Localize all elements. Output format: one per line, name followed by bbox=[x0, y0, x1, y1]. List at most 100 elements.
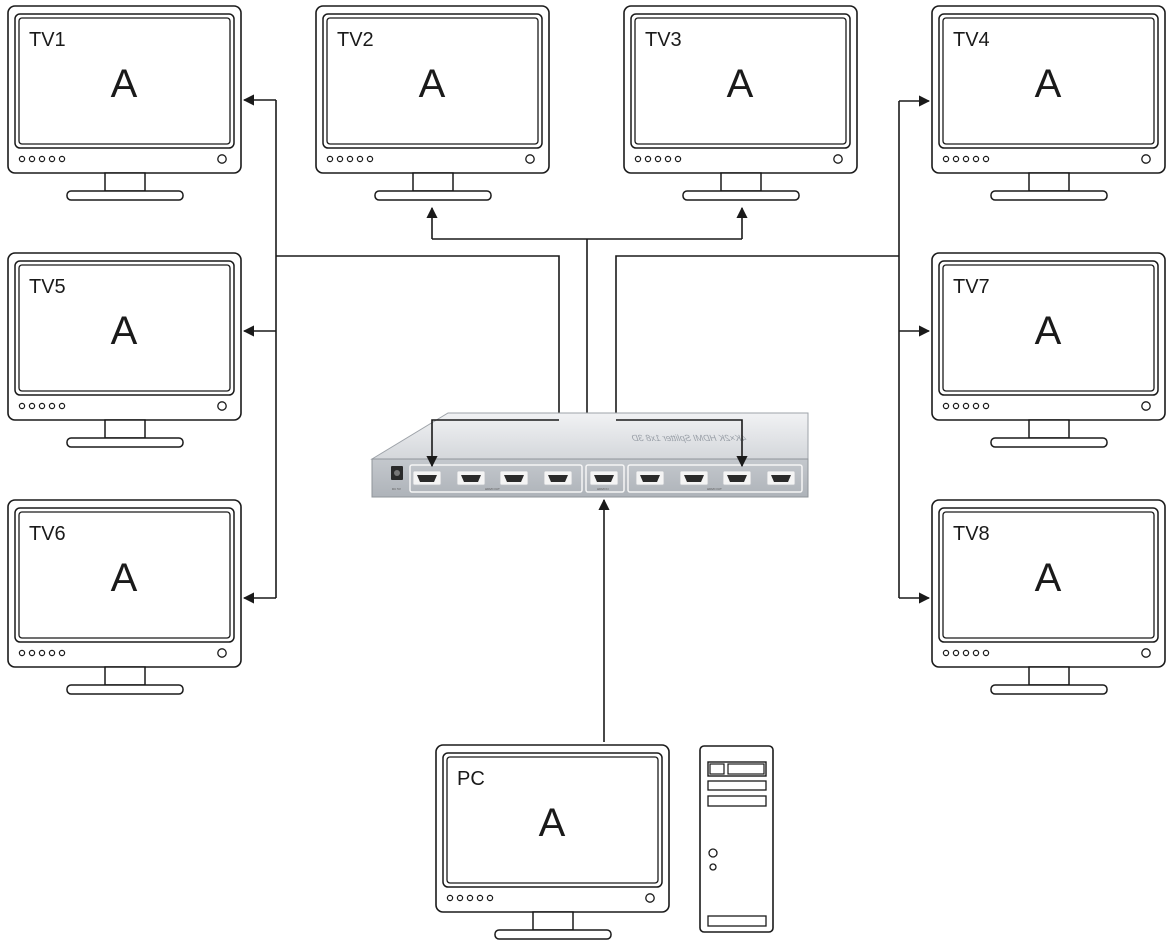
power-button-icon bbox=[217, 401, 227, 411]
power-button-icon bbox=[1141, 154, 1151, 164]
power-button-icon bbox=[1141, 648, 1151, 658]
hdmi-output-port bbox=[499, 470, 529, 486]
monitor-screen-inner bbox=[18, 17, 231, 145]
monitor-button-icon bbox=[18, 649, 26, 657]
monitor-button-icon bbox=[972, 155, 980, 163]
monitor-screen-inner bbox=[942, 17, 1155, 145]
hdmi-output-port bbox=[766, 470, 796, 486]
monitor-button-icon bbox=[326, 155, 334, 163]
power-button-icon bbox=[833, 154, 843, 164]
monitor-stand-base bbox=[990, 437, 1108, 448]
monitor-stand-base bbox=[66, 437, 184, 448]
wire-left-trunk bbox=[276, 255, 560, 416]
monitor-button-icon bbox=[674, 155, 682, 163]
monitor-neck bbox=[104, 172, 146, 192]
hdmi-ports bbox=[412, 470, 796, 486]
power-button-icon bbox=[217, 648, 227, 658]
monitor-button-icon bbox=[486, 894, 494, 902]
monitor-stand-base bbox=[66, 684, 184, 695]
wire-device-right-drop bbox=[616, 419, 748, 468]
screen-content: A bbox=[111, 309, 138, 353]
monitor-button-icon bbox=[634, 155, 642, 163]
monitor-button-icon bbox=[18, 402, 26, 410]
monitor-neck bbox=[104, 666, 146, 686]
monitor-button-icon bbox=[952, 155, 960, 163]
monitor-button-icon bbox=[18, 155, 26, 163]
monitor-button-icon bbox=[58, 155, 66, 163]
tower-drive-bay-2 bbox=[707, 780, 767, 791]
monitor-label: TV1 bbox=[29, 29, 66, 51]
monitor-button-icon bbox=[942, 155, 950, 163]
monitor-button-icon bbox=[28, 155, 36, 163]
monitor-label: TV8 bbox=[953, 523, 990, 545]
monitor-neck bbox=[1028, 419, 1070, 439]
screen-content: A bbox=[419, 62, 446, 106]
monitor-button-icon bbox=[972, 402, 980, 410]
hdmi-output-port bbox=[679, 470, 709, 486]
output-group-left bbox=[409, 464, 583, 493]
monitor-button-icon bbox=[356, 155, 364, 163]
hdmi-output-port bbox=[635, 470, 665, 486]
hdmi-input-port bbox=[589, 470, 619, 486]
tower-drive-slot-large bbox=[727, 763, 765, 775]
monitor-button-icon bbox=[38, 649, 46, 657]
monitor-screen-inner bbox=[942, 511, 1155, 639]
power-button-icon bbox=[645, 893, 655, 903]
screen-content: A bbox=[727, 62, 754, 106]
monitor-screen-inner bbox=[634, 17, 847, 145]
monitor-neck bbox=[1028, 666, 1070, 686]
monitor-screen-inner bbox=[18, 511, 231, 639]
monitor-label: TV2 bbox=[337, 29, 374, 51]
output-label-left: HDMI OUT bbox=[485, 487, 500, 491]
monitor-button-icon bbox=[38, 155, 46, 163]
monitor-button-icon bbox=[366, 155, 374, 163]
splitter-title: 4K×2K HDMI Splitter 1x8 3D bbox=[630, 433, 748, 443]
monitor-neck bbox=[720, 172, 762, 192]
wire-device-left-drop bbox=[426, 419, 559, 468]
hdmi-splitter-device: 4K×2K HDMI Splitter 1x8 3D DC 5V HDMI OU… bbox=[370, 412, 809, 498]
hdmi-output-port bbox=[722, 470, 752, 486]
tower-power-button bbox=[708, 848, 718, 858]
tower-vent bbox=[707, 915, 767, 927]
monitor-button-icon bbox=[962, 155, 970, 163]
power-button-icon bbox=[1141, 401, 1151, 411]
tower-drive-slot-small bbox=[709, 763, 725, 775]
input-group bbox=[585, 464, 625, 493]
hdmi-output-port bbox=[543, 470, 573, 486]
monitor-button-icon bbox=[38, 402, 46, 410]
monitor-screen-inner bbox=[18, 264, 231, 392]
pc-tower bbox=[699, 745, 774, 933]
monitor-button-icon bbox=[336, 155, 344, 163]
monitor-button-icon bbox=[962, 402, 970, 410]
monitor-button-icon bbox=[58, 402, 66, 410]
monitor-button-icon bbox=[962, 649, 970, 657]
monitor-button-icon bbox=[58, 649, 66, 657]
monitor-button-icon bbox=[952, 649, 960, 657]
monitor-label: TV7 bbox=[953, 276, 990, 298]
monitor-label: TV6 bbox=[29, 523, 66, 545]
monitor-button-icon bbox=[664, 155, 672, 163]
screen-content: A bbox=[1035, 309, 1062, 353]
power-button-icon bbox=[525, 154, 535, 164]
monitor-stand-base bbox=[682, 190, 800, 201]
monitor-button-icon bbox=[456, 894, 464, 902]
output-group-right bbox=[627, 464, 803, 493]
monitor-button-icon bbox=[982, 649, 990, 657]
monitor-button-icon bbox=[654, 155, 662, 163]
monitor-stand-base bbox=[990, 684, 1108, 695]
monitor-button-icon bbox=[952, 402, 960, 410]
monitor-button-icon bbox=[466, 894, 474, 902]
monitor-neck bbox=[532, 911, 574, 931]
monitor-label: TV4 bbox=[953, 29, 990, 51]
monitor-pc: PCA bbox=[435, 744, 670, 940]
monitor-stand-base bbox=[374, 190, 492, 201]
hdmi-output-port bbox=[412, 470, 442, 486]
